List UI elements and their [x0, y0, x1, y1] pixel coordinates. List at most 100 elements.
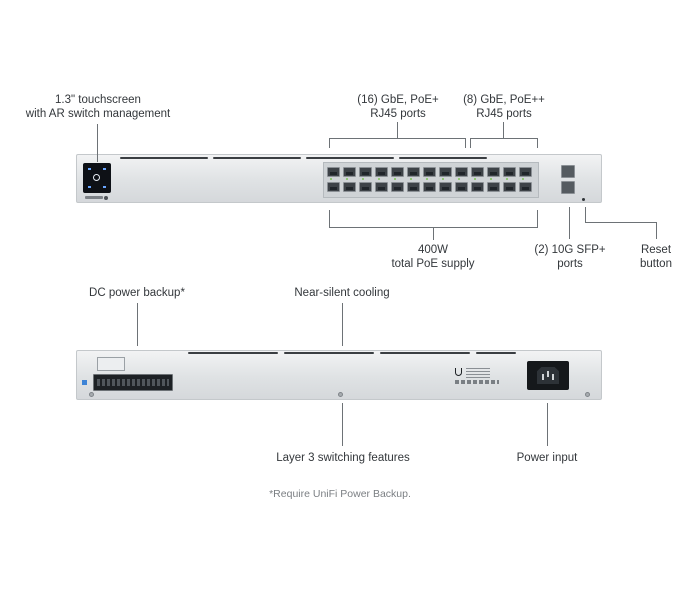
callout-bracket: [470, 138, 538, 139]
sfp-port[interactable]: [561, 181, 575, 194]
sfp-port[interactable]: [561, 165, 575, 178]
front-vent: [399, 157, 487, 159]
callout-line: [585, 207, 586, 222]
label-cooling: Near-silent cooling: [294, 287, 390, 299]
callout-line: [397, 122, 398, 138]
rj45-port[interactable]: [407, 182, 420, 192]
rj45-port[interactable]: [439, 182, 452, 192]
rj45-port[interactable]: [407, 167, 420, 177]
screw-icon: [585, 392, 590, 397]
screw-icon: [338, 392, 343, 397]
callout-bracket: [329, 138, 465, 139]
callout-line: [547, 403, 548, 446]
screen-dot-icon: [103, 186, 106, 188]
rj45-port[interactable]: [519, 182, 532, 192]
cert-marks-icon: [455, 380, 499, 384]
rj45-port[interactable]: [471, 182, 484, 192]
ground-terminal-icon: [82, 380, 87, 385]
port-led-icon: [490, 178, 492, 180]
rj45-port[interactable]: [375, 167, 388, 177]
rj45-port[interactable]: [327, 167, 340, 177]
callout-line: [433, 228, 434, 240]
port-led-icon: [522, 178, 524, 180]
callout-bracket: [470, 138, 471, 148]
screen-dot-icon: [88, 186, 91, 188]
port-led-icon: [426, 178, 428, 180]
rear-vent: [380, 352, 470, 354]
rj45-port[interactable]: [471, 167, 484, 177]
port-led-icon: [378, 178, 380, 180]
port-led-icon: [346, 178, 348, 180]
port-led-icon: [410, 178, 412, 180]
rj45-port[interactable]: [487, 182, 500, 192]
rear-vent: [284, 352, 374, 354]
rj45-port[interactable]: [423, 182, 436, 192]
callout-line: [503, 122, 504, 138]
rj45-port[interactable]: [359, 182, 372, 192]
rj45-port[interactable]: [487, 167, 500, 177]
callout-bracket: [329, 210, 330, 228]
dc-connector-pins: [97, 379, 169, 386]
rj45-port[interactable]: [327, 182, 340, 192]
front-vent: [213, 157, 301, 159]
label-gbe-poe-plus: (16) GbE, PoE+RJ45 ports: [357, 94, 439, 120]
rj45-port[interactable]: [343, 182, 356, 192]
callout-line: [569, 207, 570, 239]
rj45-port[interactable]: [391, 167, 404, 177]
port-led-icon: [458, 178, 460, 180]
rear-vent: [188, 352, 278, 354]
label-layer3: Layer 3 switching features: [276, 452, 410, 464]
port-led-icon: [362, 178, 364, 180]
screen-dot-icon: [88, 168, 91, 170]
label-power-input: Power input: [516, 452, 578, 464]
brand-badge-icon: [104, 196, 108, 200]
front-vent: [120, 157, 208, 159]
socket-pin-icon: [542, 374, 544, 380]
ac-power-socket[interactable]: [527, 361, 569, 390]
footnote: *Require UniFi Power Backup.: [269, 488, 411, 500]
callout-line: [342, 303, 343, 346]
label-gbe-poe-plusplus: (8) GbE, PoE++RJ45 ports: [463, 94, 545, 120]
callout-line: [585, 222, 656, 223]
callout-bracket: [329, 138, 330, 148]
rj45-port[interactable]: [375, 182, 388, 192]
port-led-icon: [442, 178, 444, 180]
front-vent: [306, 157, 394, 159]
screw-icon: [89, 392, 94, 397]
rj45-port[interactable]: [503, 167, 516, 177]
rj45-port[interactable]: [359, 167, 372, 177]
brand-logo-icon: [85, 196, 103, 199]
callout-bracket: [329, 227, 538, 228]
regulatory-text: [466, 368, 490, 378]
serial-label: [97, 357, 125, 371]
rj45-port[interactable]: [343, 167, 356, 177]
screen-dot-icon: [103, 168, 106, 170]
touchscreen[interactable]: [83, 163, 111, 193]
callout-line: [97, 124, 98, 162]
rj45-port[interactable]: [455, 167, 468, 177]
rj45-port[interactable]: [423, 167, 436, 177]
rj45-port[interactable]: [503, 182, 516, 192]
port-led-icon: [474, 178, 476, 180]
rj45-port[interactable]: [519, 167, 532, 177]
socket-pin-icon: [552, 374, 554, 380]
socket-pin-icon: [547, 371, 549, 377]
callout-line: [656, 222, 657, 239]
callout-bracket: [537, 210, 538, 228]
callout-line: [137, 303, 138, 346]
callout-bracket: [465, 138, 466, 148]
port-led-icon: [330, 178, 332, 180]
port-led-icon: [506, 178, 508, 180]
reset-button[interactable]: [582, 198, 585, 201]
rj45-port[interactable]: [391, 182, 404, 192]
label-sfp-ports: (2) 10G SFP+ports: [534, 244, 606, 270]
screen-ring-icon: [93, 174, 100, 181]
brand-logo-icon: [455, 368, 462, 376]
port-led-icon: [394, 178, 396, 180]
rj45-port[interactable]: [439, 167, 452, 177]
rj45-port[interactable]: [455, 182, 468, 192]
label-dc-power-backup: DC power backup*: [89, 287, 185, 299]
rear-vent: [476, 352, 516, 354]
